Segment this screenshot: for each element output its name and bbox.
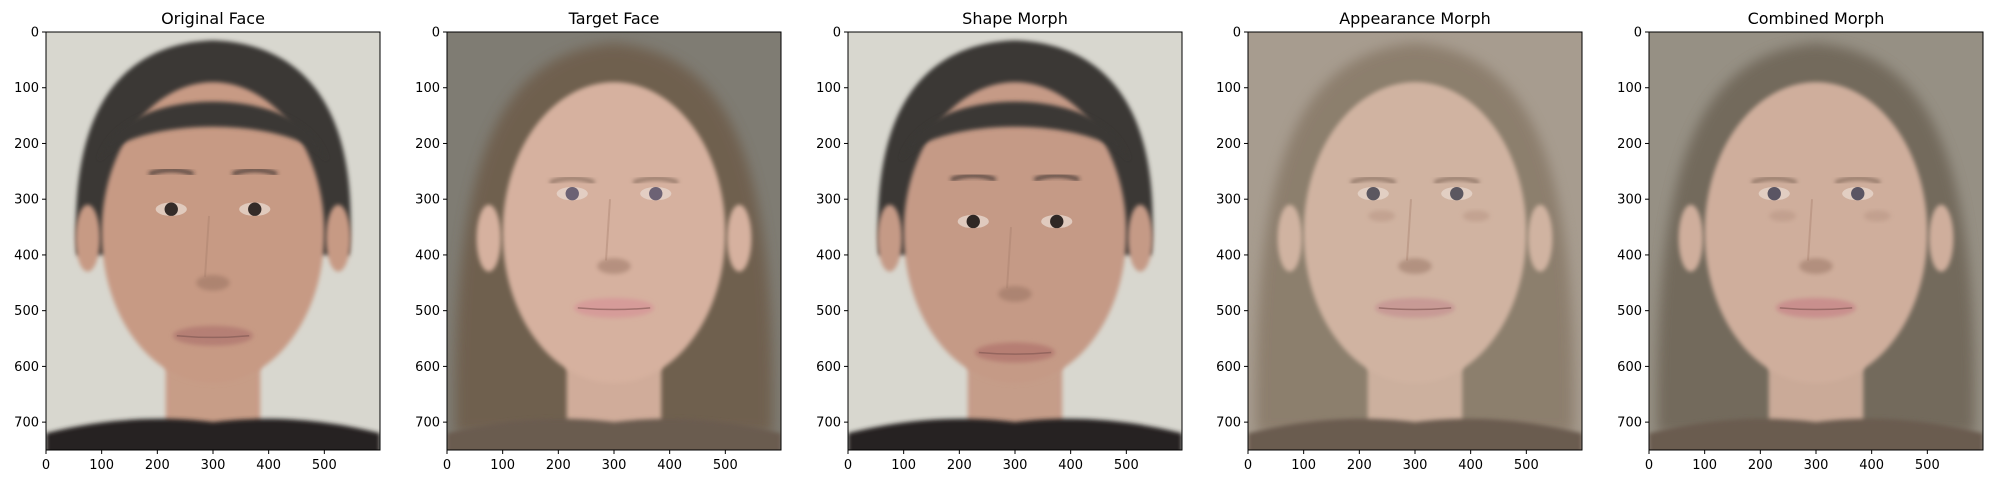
x-tick-label: 500 (713, 458, 738, 473)
y-tick-label: 400 (1617, 248, 1642, 263)
face-image (447, 32, 781, 450)
x-tick-label: 100 (891, 458, 916, 473)
panel-title: Original Face (161, 9, 265, 28)
panel-title: Combined Morph (1748, 9, 1885, 28)
x-tick-label: 400 (1859, 458, 1884, 473)
x-tick-label: 300 (201, 458, 226, 473)
y-tick-label: 200 (14, 137, 39, 152)
x-tick-label: 100 (490, 458, 515, 473)
panel-combined: Combined Morph 0 100 200 300 400 500 0 100 200 300… (1617, 9, 1984, 473)
y-tick-label: 600 (816, 360, 841, 375)
y-tick-label: 300 (1617, 193, 1642, 208)
x-tick-label: 0 (844, 458, 852, 473)
y-tick-label: 500 (1216, 304, 1241, 319)
y-tick-label: 700 (415, 416, 440, 431)
panel-title: Appearance Morph (1339, 9, 1491, 28)
y-tick-label: 300 (816, 193, 841, 208)
panel-title: Shape Morph (962, 9, 1068, 28)
y-tick-label: 0 (432, 26, 440, 41)
x-tick-label: 500 (1514, 458, 1539, 473)
y-tick-label: 600 (415, 360, 440, 375)
y-tick-label: 200 (1617, 137, 1642, 152)
x-tick-label: 500 (312, 458, 337, 473)
y-tick-label: 100 (1216, 81, 1241, 96)
y-tick-label: 600 (1617, 360, 1642, 375)
y-tick-label: 500 (14, 304, 39, 319)
x-tick-label: 400 (1058, 458, 1083, 473)
y-tick-label: 700 (14, 416, 39, 431)
panel-original: Original Face 0 100 200 300 400 500 0 100 200 300 4… (14, 9, 381, 473)
x-tick-label: 0 (42, 458, 50, 473)
y-tick-label: 400 (415, 248, 440, 263)
panel-target: Target Face 0 100 200 300 400 500 0 100 200 300 400… (415, 9, 782, 473)
y-tick-label: 0 (833, 26, 841, 41)
y-tick-label: 300 (415, 193, 440, 208)
x-tick-label: 100 (89, 458, 114, 473)
y-tick-label: 500 (415, 304, 440, 319)
x-tick-label: 0 (1244, 458, 1252, 473)
y-tick-label: 200 (415, 137, 440, 152)
y-tick-label: 400 (14, 248, 39, 263)
x-tick-label: 200 (1347, 458, 1372, 473)
x-tick-label: 300 (1804, 458, 1829, 473)
x-tick-label: 200 (1748, 458, 1773, 473)
x-tick-label: 400 (1458, 458, 1483, 473)
panel-appearance: Appearance Morph 0 100 200 300 400 500 0 100 200 3… (1216, 9, 1583, 473)
y-tick-label: 300 (14, 193, 39, 208)
y-tick-label: 300 (1216, 193, 1241, 208)
y-tick-label: 0 (1634, 26, 1642, 41)
x-tick-label: 300 (1003, 458, 1028, 473)
y-tick-label: 700 (1617, 416, 1642, 431)
x-tick-label: 500 (1114, 458, 1139, 473)
x-tick-label: 0 (443, 458, 451, 473)
y-tick-label: 500 (816, 304, 841, 319)
y-tick-label: 0 (1233, 26, 1241, 41)
x-tick-label: 200 (145, 458, 170, 473)
x-tick-label: 500 (1915, 458, 1940, 473)
y-tick-label: 200 (816, 137, 841, 152)
y-tick-label: 100 (816, 81, 841, 96)
face-image (46, 32, 380, 450)
face-image (848, 32, 1182, 450)
x-tick-label: 100 (1291, 458, 1316, 473)
y-tick-label: 200 (1216, 137, 1241, 152)
y-tick-label: 700 (1216, 416, 1241, 431)
y-tick-label: 600 (1216, 360, 1241, 375)
y-tick-label: 600 (14, 360, 39, 375)
y-tick-label: 400 (816, 248, 841, 263)
y-tick-label: 100 (14, 81, 39, 96)
face-image (1248, 32, 1582, 450)
y-tick-label: 500 (1617, 304, 1642, 319)
panel-title: Target Face (568, 9, 660, 28)
y-tick-label: 700 (816, 416, 841, 431)
x-tick-label: 100 (1692, 458, 1717, 473)
x-tick-label: 300 (1403, 458, 1428, 473)
y-tick-label: 100 (1617, 81, 1642, 96)
x-tick-label: 200 (546, 458, 571, 473)
x-tick-label: 400 (657, 458, 682, 473)
panel-shape: Shape Morph 0 100 200 300 400 500 0 100 200 300 400… (816, 9, 1183, 473)
x-tick-label: 300 (602, 458, 627, 473)
y-tick-label: 0 (31, 26, 39, 41)
x-tick-label: 0 (1645, 458, 1653, 473)
y-tick-label: 400 (1216, 248, 1241, 263)
x-tick-label: 400 (256, 458, 281, 473)
y-tick-label: 100 (415, 81, 440, 96)
x-tick-label: 200 (947, 458, 972, 473)
face-image (1649, 32, 1983, 450)
